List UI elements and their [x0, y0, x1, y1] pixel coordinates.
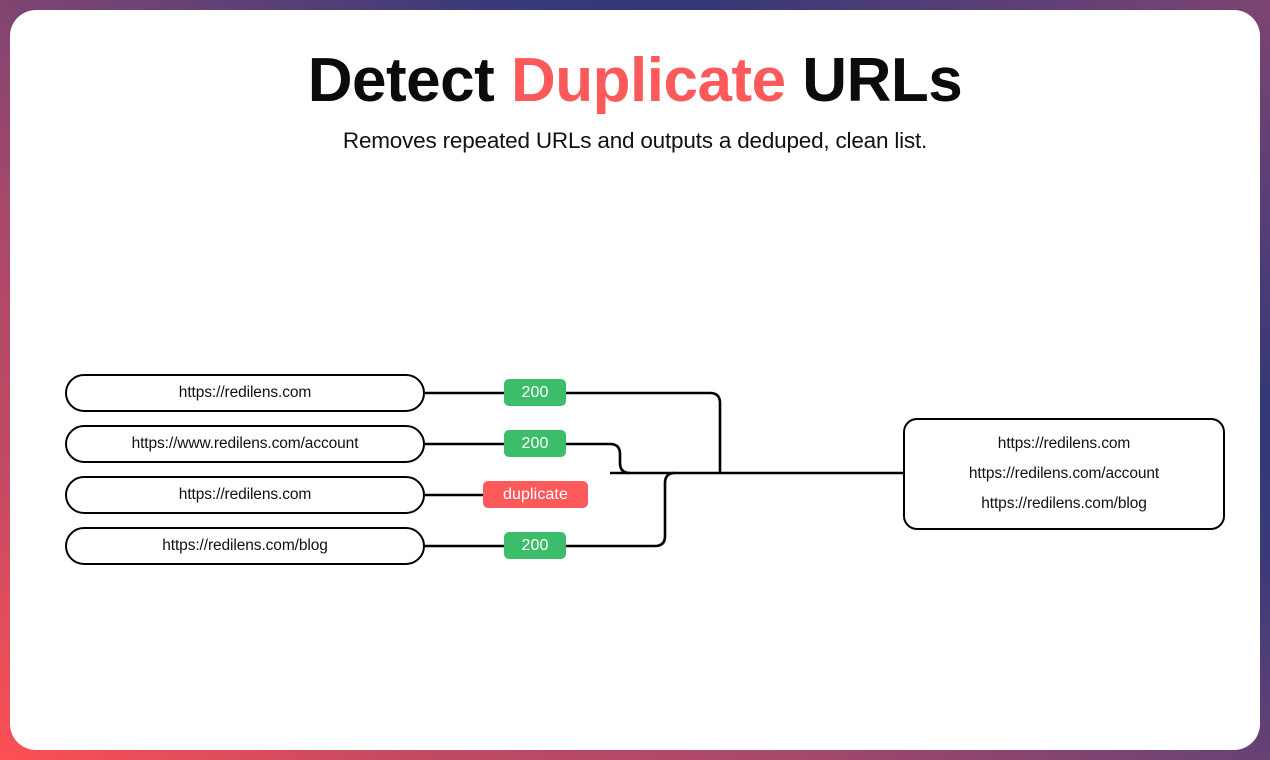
output-url-line: https://redilens.com/blog: [981, 495, 1147, 512]
status-badge-label: duplicate: [503, 485, 568, 503]
input-url-pill[interactable]: https://redilens.com/blog: [65, 527, 425, 565]
page-subtitle: Removes repeated URLs and outputs a dedu…: [342, 127, 928, 153]
dedupe-flow-diagram: https://redilens.com https://www.redilen…: [10, 10, 1260, 750]
input-url-label: https://www.redilens.com/account: [131, 435, 359, 452]
page-title-accent: Duplicate: [511, 46, 786, 115]
status-badge[interactable]: 200: [504, 532, 566, 559]
input-url-pill[interactable]: https://redilens.com: [65, 476, 425, 514]
input-url-pill[interactable]: https://www.redilens.com/account: [65, 425, 425, 463]
status-badge-label: 200: [521, 383, 549, 401]
output-url-line: https://redilens.com: [997, 435, 1131, 452]
page-title-suffix: URLs: [785, 46, 963, 115]
page-title: Detect Duplicate URLs: [10, 48, 1260, 114]
header-block: Detect Duplicate URLs Removes repeated U…: [10, 48, 1260, 154]
input-url-label: https://redilens.com/blog: [162, 537, 328, 554]
status-badge-label: 200: [521, 536, 549, 554]
input-url-pill[interactable]: https://redilens.com: [65, 374, 425, 412]
connector-row2-out: [566, 442, 631, 475]
status-badge-label: 200: [521, 434, 549, 452]
deduped-output-box[interactable]: https://redilens.com https://redilens.co…: [903, 418, 1225, 530]
input-url-label: https://redilens.com: [178, 486, 312, 503]
input-url-label: https://redilens.com: [178, 384, 312, 401]
status-badge[interactable]: 200: [504, 430, 566, 457]
status-badge[interactable]: 200: [504, 379, 566, 406]
output-url-line: https://redilens.com/account: [968, 465, 1160, 482]
page-title-prefix: Detect: [307, 46, 512, 115]
slide-canvas: Detect Duplicate URLs Removes repeated U…: [10, 10, 1260, 750]
connector-row1-out: [566, 391, 722, 473]
status-badge-duplicate[interactable]: duplicate: [483, 481, 588, 508]
